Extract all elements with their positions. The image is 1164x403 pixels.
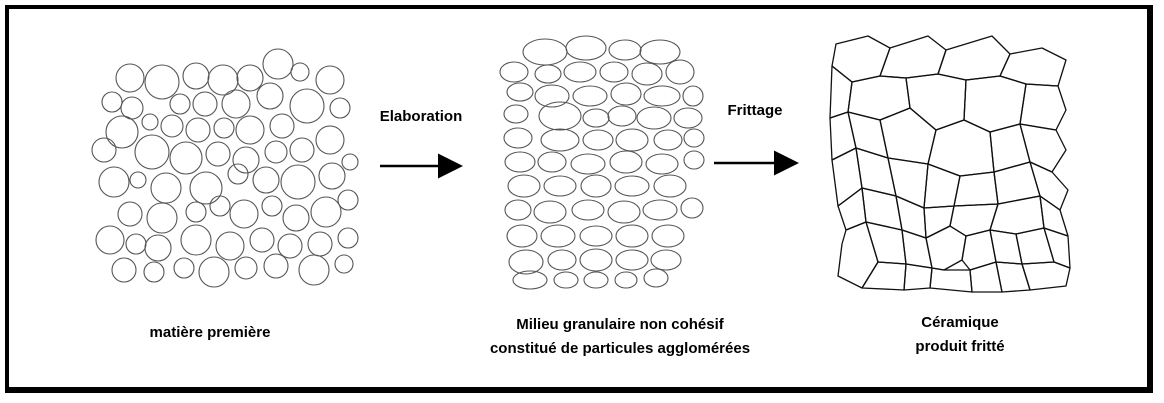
sintering-label: Frittage xyxy=(727,102,783,119)
raw-material-particles xyxy=(91,48,359,288)
ceramic-caption-line2: produit fritté xyxy=(915,338,1005,355)
ceramic-caption-line1: Céramique xyxy=(921,314,999,331)
granular-particles xyxy=(499,35,705,290)
elaboration-label: Elaboration xyxy=(379,108,463,125)
figure-frame xyxy=(5,5,1153,393)
raw-material-caption: matière première xyxy=(149,324,271,341)
ceramic-grain-network xyxy=(829,35,1071,293)
granular-caption-line2: constitué de particules agglomérées xyxy=(489,340,751,357)
granular-caption-line1: Milieu granulaire non cohésif xyxy=(516,316,724,333)
